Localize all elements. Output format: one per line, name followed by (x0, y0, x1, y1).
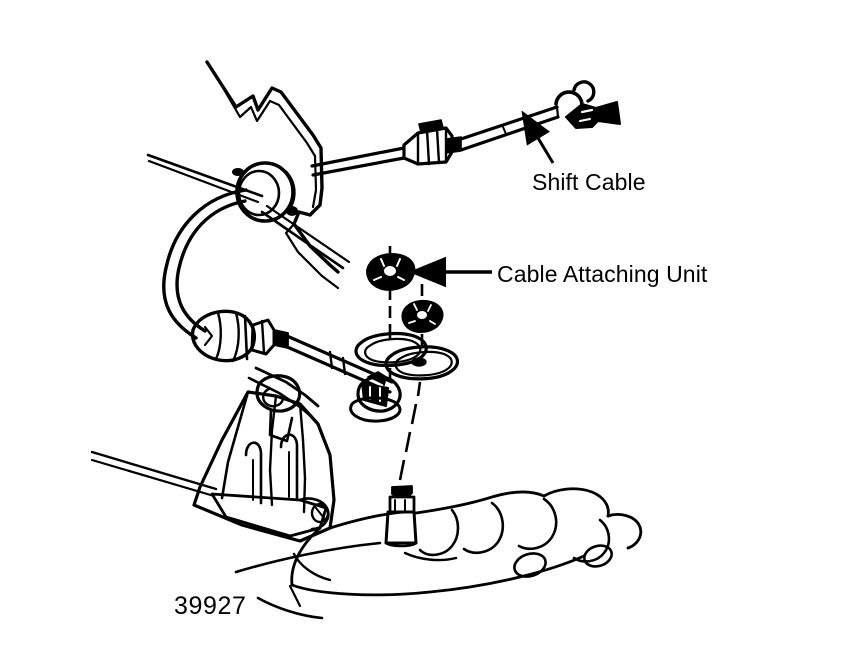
transmission-case (234, 487, 643, 620)
label-shift-cable: Shift Cable (532, 169, 646, 195)
lower-cable-housing (190, 309, 289, 363)
attaching-plate (354, 331, 459, 381)
transmission-mount-bracket (192, 390, 336, 543)
cable-terminal-end (554, 80, 621, 129)
upper-retainer-clip (366, 253, 416, 291)
manual-shaft-lever (247, 366, 320, 443)
case-edge-lines (90, 450, 218, 498)
shift-cable-leader (521, 110, 555, 164)
lower-retainer-clip (401, 299, 444, 333)
figure-number: 39927 (174, 592, 247, 620)
assembly-centerline (388, 246, 424, 481)
rod-end-eyelet (349, 382, 402, 423)
mounting-stud (384, 485, 418, 548)
shift-cable (310, 105, 560, 177)
bracket-fastener-marks (232, 168, 298, 216)
cable-adjuster-collar (402, 119, 462, 166)
cable-grommet (235, 161, 296, 223)
label-cable-attaching-unit: Cable Attaching Unit (497, 261, 708, 287)
shift-cable-lower-run (162, 188, 248, 340)
